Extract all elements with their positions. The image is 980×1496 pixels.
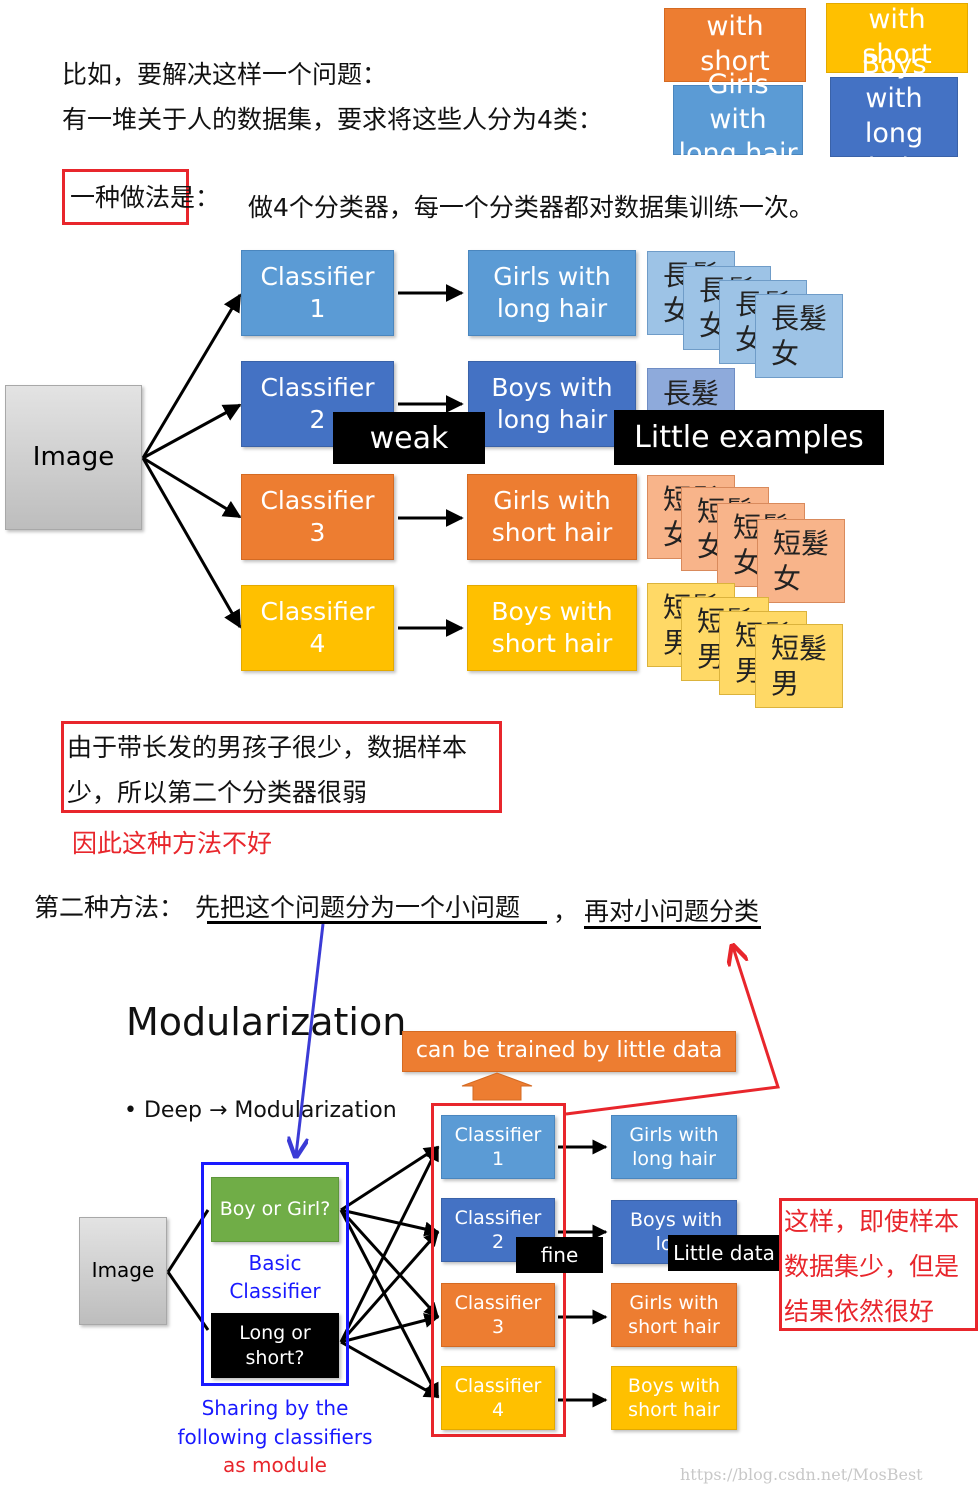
basic-classifier-frame bbox=[201, 1162, 349, 1386]
classifier-1: Classifier 1 bbox=[241, 250, 394, 336]
little-examples-label: Little examples bbox=[614, 410, 884, 465]
method2-part1: 先把这个问题分为一个小问题 bbox=[195, 893, 521, 922]
classifier2-3: Classifier 3 bbox=[441, 1283, 555, 1347]
underline-part2 bbox=[584, 926, 761, 929]
note2-frame bbox=[779, 1198, 978, 1331]
arrow-image-c3 bbox=[142, 456, 242, 519]
note2-line-1: 这样，即使样本 bbox=[784, 1207, 960, 1236]
classifier2-1: Classifier 1 bbox=[441, 1115, 555, 1179]
watermark: https://blog.csdn.net/MosBest bbox=[680, 1465, 923, 1484]
underline-part1 bbox=[207, 921, 547, 924]
long-or-short-classifier: Long or short? bbox=[211, 1313, 339, 1378]
up-arrow bbox=[461, 1072, 533, 1101]
note1-line-2: 少，所以第二个分类器很弱 bbox=[67, 778, 368, 807]
diagram2-arrows bbox=[166, 923, 780, 1408]
method2-separator: ， bbox=[553, 897, 579, 926]
note1-frame bbox=[61, 721, 502, 813]
sharing-caption-2: following classifiers bbox=[177, 1425, 373, 1449]
little-data-label: Little data bbox=[668, 1235, 780, 1271]
card-short-boy: 短髮 男 bbox=[755, 624, 843, 708]
classifier-4: Classifier 4 bbox=[241, 585, 394, 671]
method1-description: 做4个分类器，每一个分类器都对数据集训练一次。 bbox=[248, 193, 814, 222]
class-girls-long: Girls with long hair bbox=[468, 250, 636, 336]
class-boys-long: Boys with long hair bbox=[468, 361, 636, 447]
sharing-caption-1: Sharing by the bbox=[201, 1396, 349, 1420]
weak-label: weak bbox=[333, 412, 485, 464]
method2-prefix: 第二种方法： bbox=[34, 893, 185, 922]
class-boys-short: Boys with short hair bbox=[467, 585, 637, 671]
modularization-title: Modularization bbox=[126, 1000, 407, 1044]
method1-label: 一种做法是： bbox=[70, 183, 221, 212]
note2-line-3: 结果依然很好 bbox=[784, 1297, 935, 1326]
arrow-image-c1 bbox=[141, 293, 242, 459]
note1-conclusion: 因此这种方法不好 bbox=[72, 829, 273, 858]
method1-label-frame bbox=[62, 169, 189, 225]
card-long-boy: 長髮 bbox=[647, 368, 735, 418]
arrow-image-c2 bbox=[142, 403, 242, 460]
intro-line-1: 比如，要解决这样一个问题： bbox=[62, 60, 388, 89]
note1-line-1: 由于带长发的男孩子很少，数据样本 bbox=[67, 733, 468, 762]
card-long-boy-text: 長髮 bbox=[662, 376, 719, 410]
image-box: Image bbox=[5, 385, 142, 530]
arrow-image-c4 bbox=[141, 457, 242, 629]
class2-girls-short: Girls with short hair bbox=[611, 1283, 737, 1347]
intro-line-2: 有一堆关于人的数据集，要求将这些人分为4类： bbox=[62, 105, 603, 134]
diagram1-arrows bbox=[141, 284, 464, 637]
image-box-2: Image bbox=[79, 1217, 167, 1325]
method2-part2: 再对小问题分类 bbox=[584, 897, 760, 926]
note2-line-2: 数据集少，但是 bbox=[784, 1252, 960, 1281]
fine-label: fine bbox=[516, 1237, 603, 1273]
basic-classifier-caption: Basic Classifier bbox=[229, 1251, 321, 1303]
sharing-caption-3: as module bbox=[223, 1453, 327, 1477]
class2-girls-long: Girls with long hair bbox=[611, 1115, 737, 1179]
classifier2-4: Classifier 4 bbox=[441, 1366, 555, 1430]
card-short-girl: 短髮 女 bbox=[757, 519, 845, 603]
class2-boys-short: Boys with short hair bbox=[611, 1366, 737, 1430]
boy-or-girl-classifier: Boy or Girl? bbox=[211, 1177, 339, 1242]
deep-bullet: • Deep → Modularization bbox=[124, 1098, 397, 1123]
card-long-girl: 長髮 女 bbox=[755, 294, 843, 378]
classifier-3: Classifier 3 bbox=[241, 474, 394, 560]
trained-label: can be trained by little data bbox=[402, 1031, 736, 1072]
class-girls-short: Girls with short hair bbox=[467, 474, 637, 560]
